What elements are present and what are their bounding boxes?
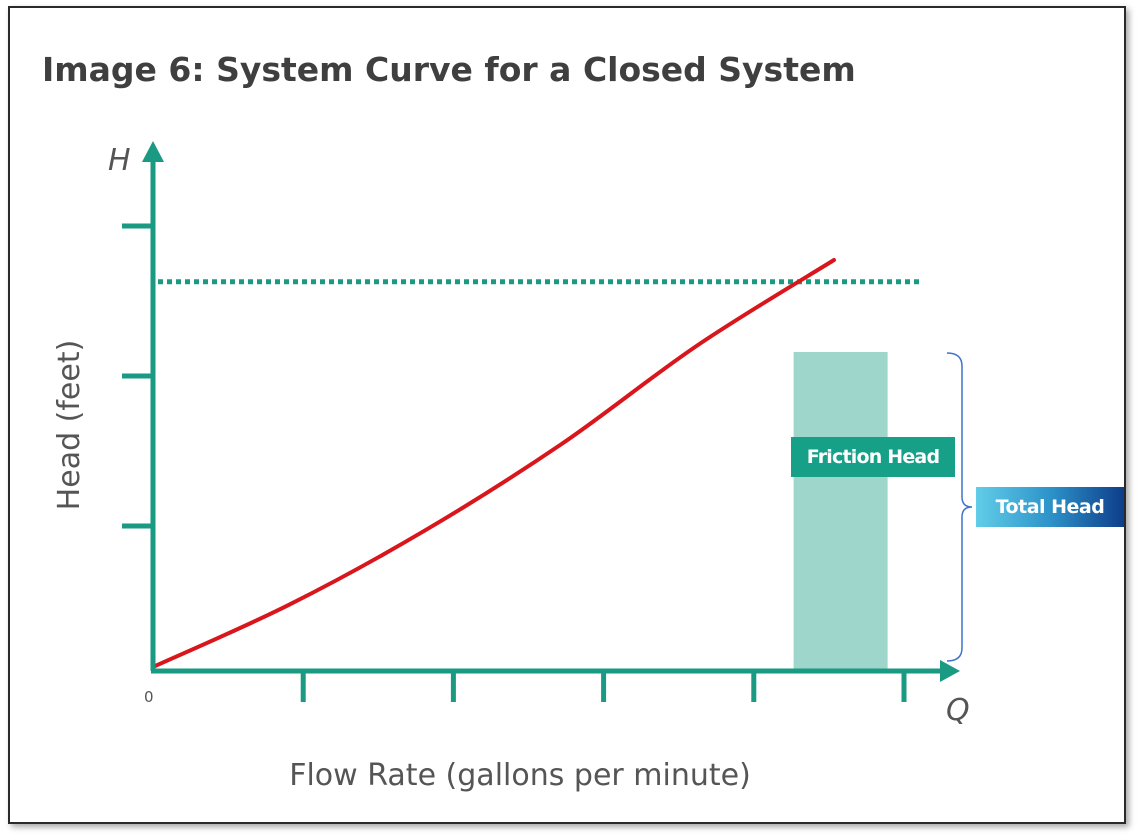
friction-head-label: Friction Head bbox=[791, 437, 955, 477]
total-head-label: Total Head bbox=[976, 487, 1124, 527]
total-head-brace bbox=[946, 352, 973, 662]
x-axis-symbol-label: Q bbox=[946, 693, 970, 728]
y-axis-arrowhead bbox=[142, 141, 164, 162]
x-axis-title: Flow Rate (gallons per minute) bbox=[289, 758, 751, 793]
figure-frame bbox=[8, 6, 1126, 824]
axis-ticks bbox=[122, 223, 907, 702]
origin-label: 0 bbox=[144, 688, 154, 706]
system-curve-line bbox=[151, 258, 836, 669]
friction-head-band bbox=[793, 352, 888, 670]
y-axis-symbol-label: H bbox=[108, 143, 131, 178]
figure-title: Image 6: System Curve for a Closed Syste… bbox=[42, 50, 856, 89]
y-axis-title: Head (feet) bbox=[52, 340, 87, 511]
x-axis-arrowhead bbox=[940, 660, 960, 682]
